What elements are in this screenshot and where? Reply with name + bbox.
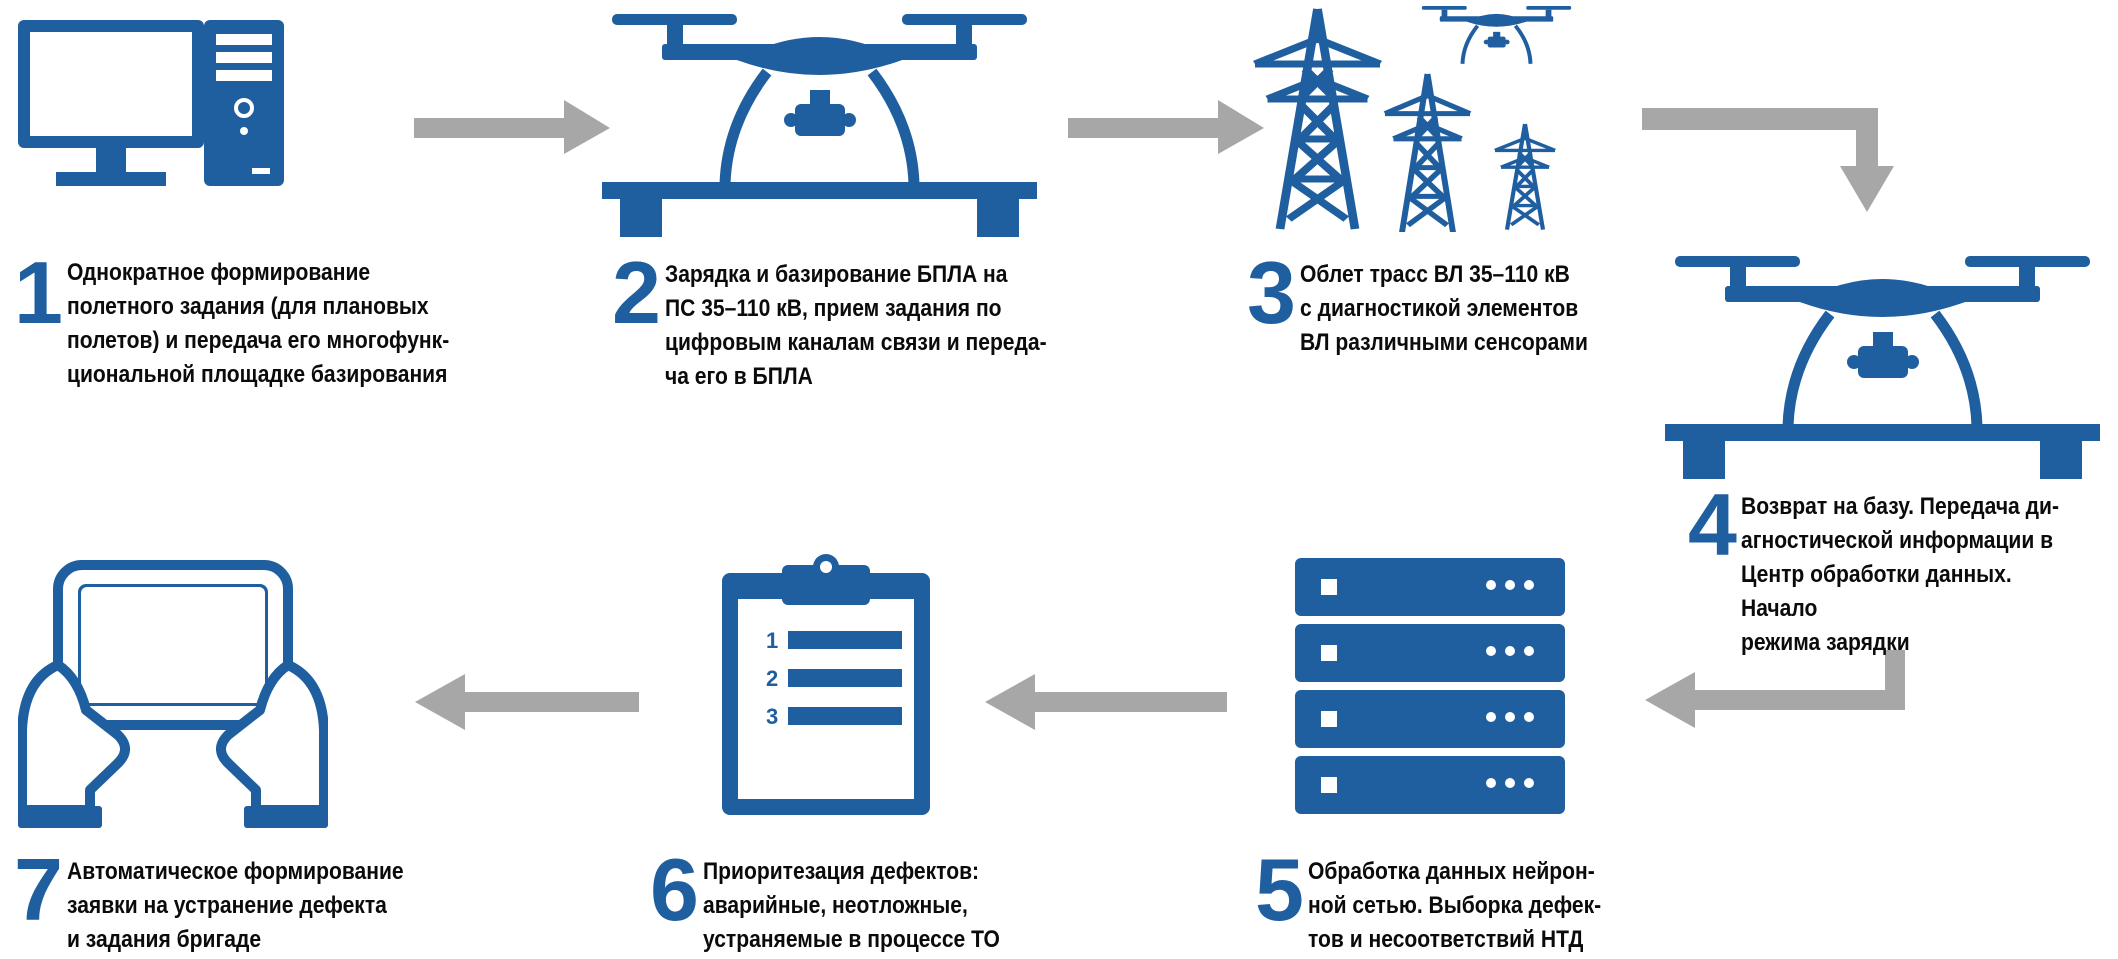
computer-icon (18, 20, 284, 186)
power-line-drone-icon (1245, 4, 1574, 232)
arrow-left-2 (415, 674, 639, 730)
step-text: Автоматическое формирование заявки на ус… (66, 858, 404, 953)
arrow-right-1 (414, 100, 610, 154)
step-number: 7 (14, 840, 63, 939)
drone-on-platform-icon (602, 14, 1037, 237)
step-number: 3 (1247, 243, 1296, 342)
step-7: 7 Автоматическое формирование заявки на … (14, 840, 458, 957)
tablet-icon (18, 560, 328, 828)
clipboard-item-2: 2 (766, 666, 778, 691)
step-5: 5 Обработка данных нейрон- ной сетью. Вы… (1255, 840, 1649, 957)
arrow-right-2 (1068, 100, 1264, 154)
drone-on-platform-icon-return (1665, 256, 2100, 479)
step-text: Облет трасс ВЛ 35–110 кВ с диагностикой … (1299, 261, 1588, 356)
step-number: 6 (650, 840, 699, 939)
clipboard-item-1: 1 (766, 628, 778, 653)
arrow-down-left (1645, 650, 1905, 728)
step-4: 4 Возврат на базу. Передача ди- агностич… (1688, 475, 2118, 660)
step-3: 3 Облет трасс ВЛ 35–110 кВ с диагностико… (1247, 243, 1635, 360)
server-icon (1295, 558, 1565, 814)
step-text: Приоритезация дефектов: аварийные, неотл… (702, 858, 1000, 953)
step-number: 2 (612, 243, 661, 342)
arrow-left-1 (985, 674, 1227, 730)
step-number: 1 (14, 243, 63, 342)
clipboard-item-3: 3 (766, 704, 778, 729)
clipboard-icon: 1 2 3 (722, 554, 930, 815)
step-number: 4 (1688, 475, 1737, 574)
step-text: Возврат на базу. Передача ди- агностичес… (1740, 493, 2059, 656)
step-text: Однократное формирование полетного задан… (66, 259, 450, 388)
step-text: Зарядка и базирование БПЛА на ПС 35–110 … (664, 261, 1047, 390)
step-1: 1 Однократное формирование полетного зад… (14, 243, 511, 392)
step-text: Обработка данных нейрон- ной сетью. Выбо… (1307, 858, 1602, 953)
step-2: 2 Зарядка и базирование БПЛА на ПС 35–11… (612, 243, 1109, 394)
step-6: 6 Приоритезация дефектов: аварийные, нео… (650, 840, 1048, 957)
arrow-right-down (1642, 108, 1894, 212)
step-number: 5 (1255, 840, 1304, 939)
